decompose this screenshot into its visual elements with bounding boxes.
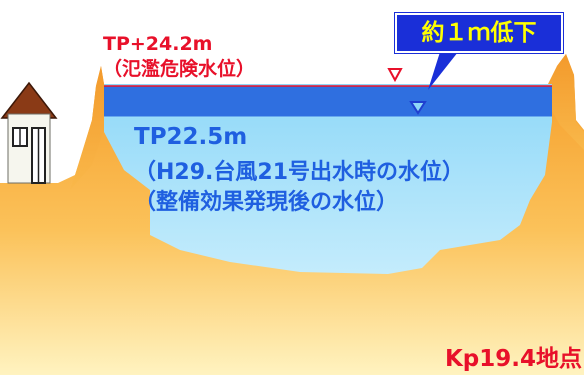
flood-danger-level-value: TP+24.2m <box>103 33 213 55</box>
water-level-triangle-icon <box>409 101 427 115</box>
location-label: Kp19.4地点 <box>444 346 582 372</box>
right-bank <box>548 54 584 150</box>
water-level-drop-callout-text: 約１ｍ低下 <box>421 20 537 46</box>
house-icon <box>0 81 58 184</box>
water-level-drop-band <box>104 86 552 117</box>
measured-water-level-note-typhoon: （H29.台風21号出水時の水位） <box>134 160 465 185</box>
danger-level-triangle-icon <box>387 68 403 83</box>
measured-water-level-note-improvement: （整備効果発現後の水位） <box>134 190 399 215</box>
water-level-drop-callout: 約１ｍ低下 <box>395 13 563 53</box>
callout-pointer <box>428 52 458 90</box>
measured-water-level-value: TP22.5m <box>134 124 248 150</box>
flood-danger-level-note: （氾濫危険水位） <box>103 58 256 80</box>
river-water <box>104 84 552 274</box>
left-bank <box>70 66 104 190</box>
